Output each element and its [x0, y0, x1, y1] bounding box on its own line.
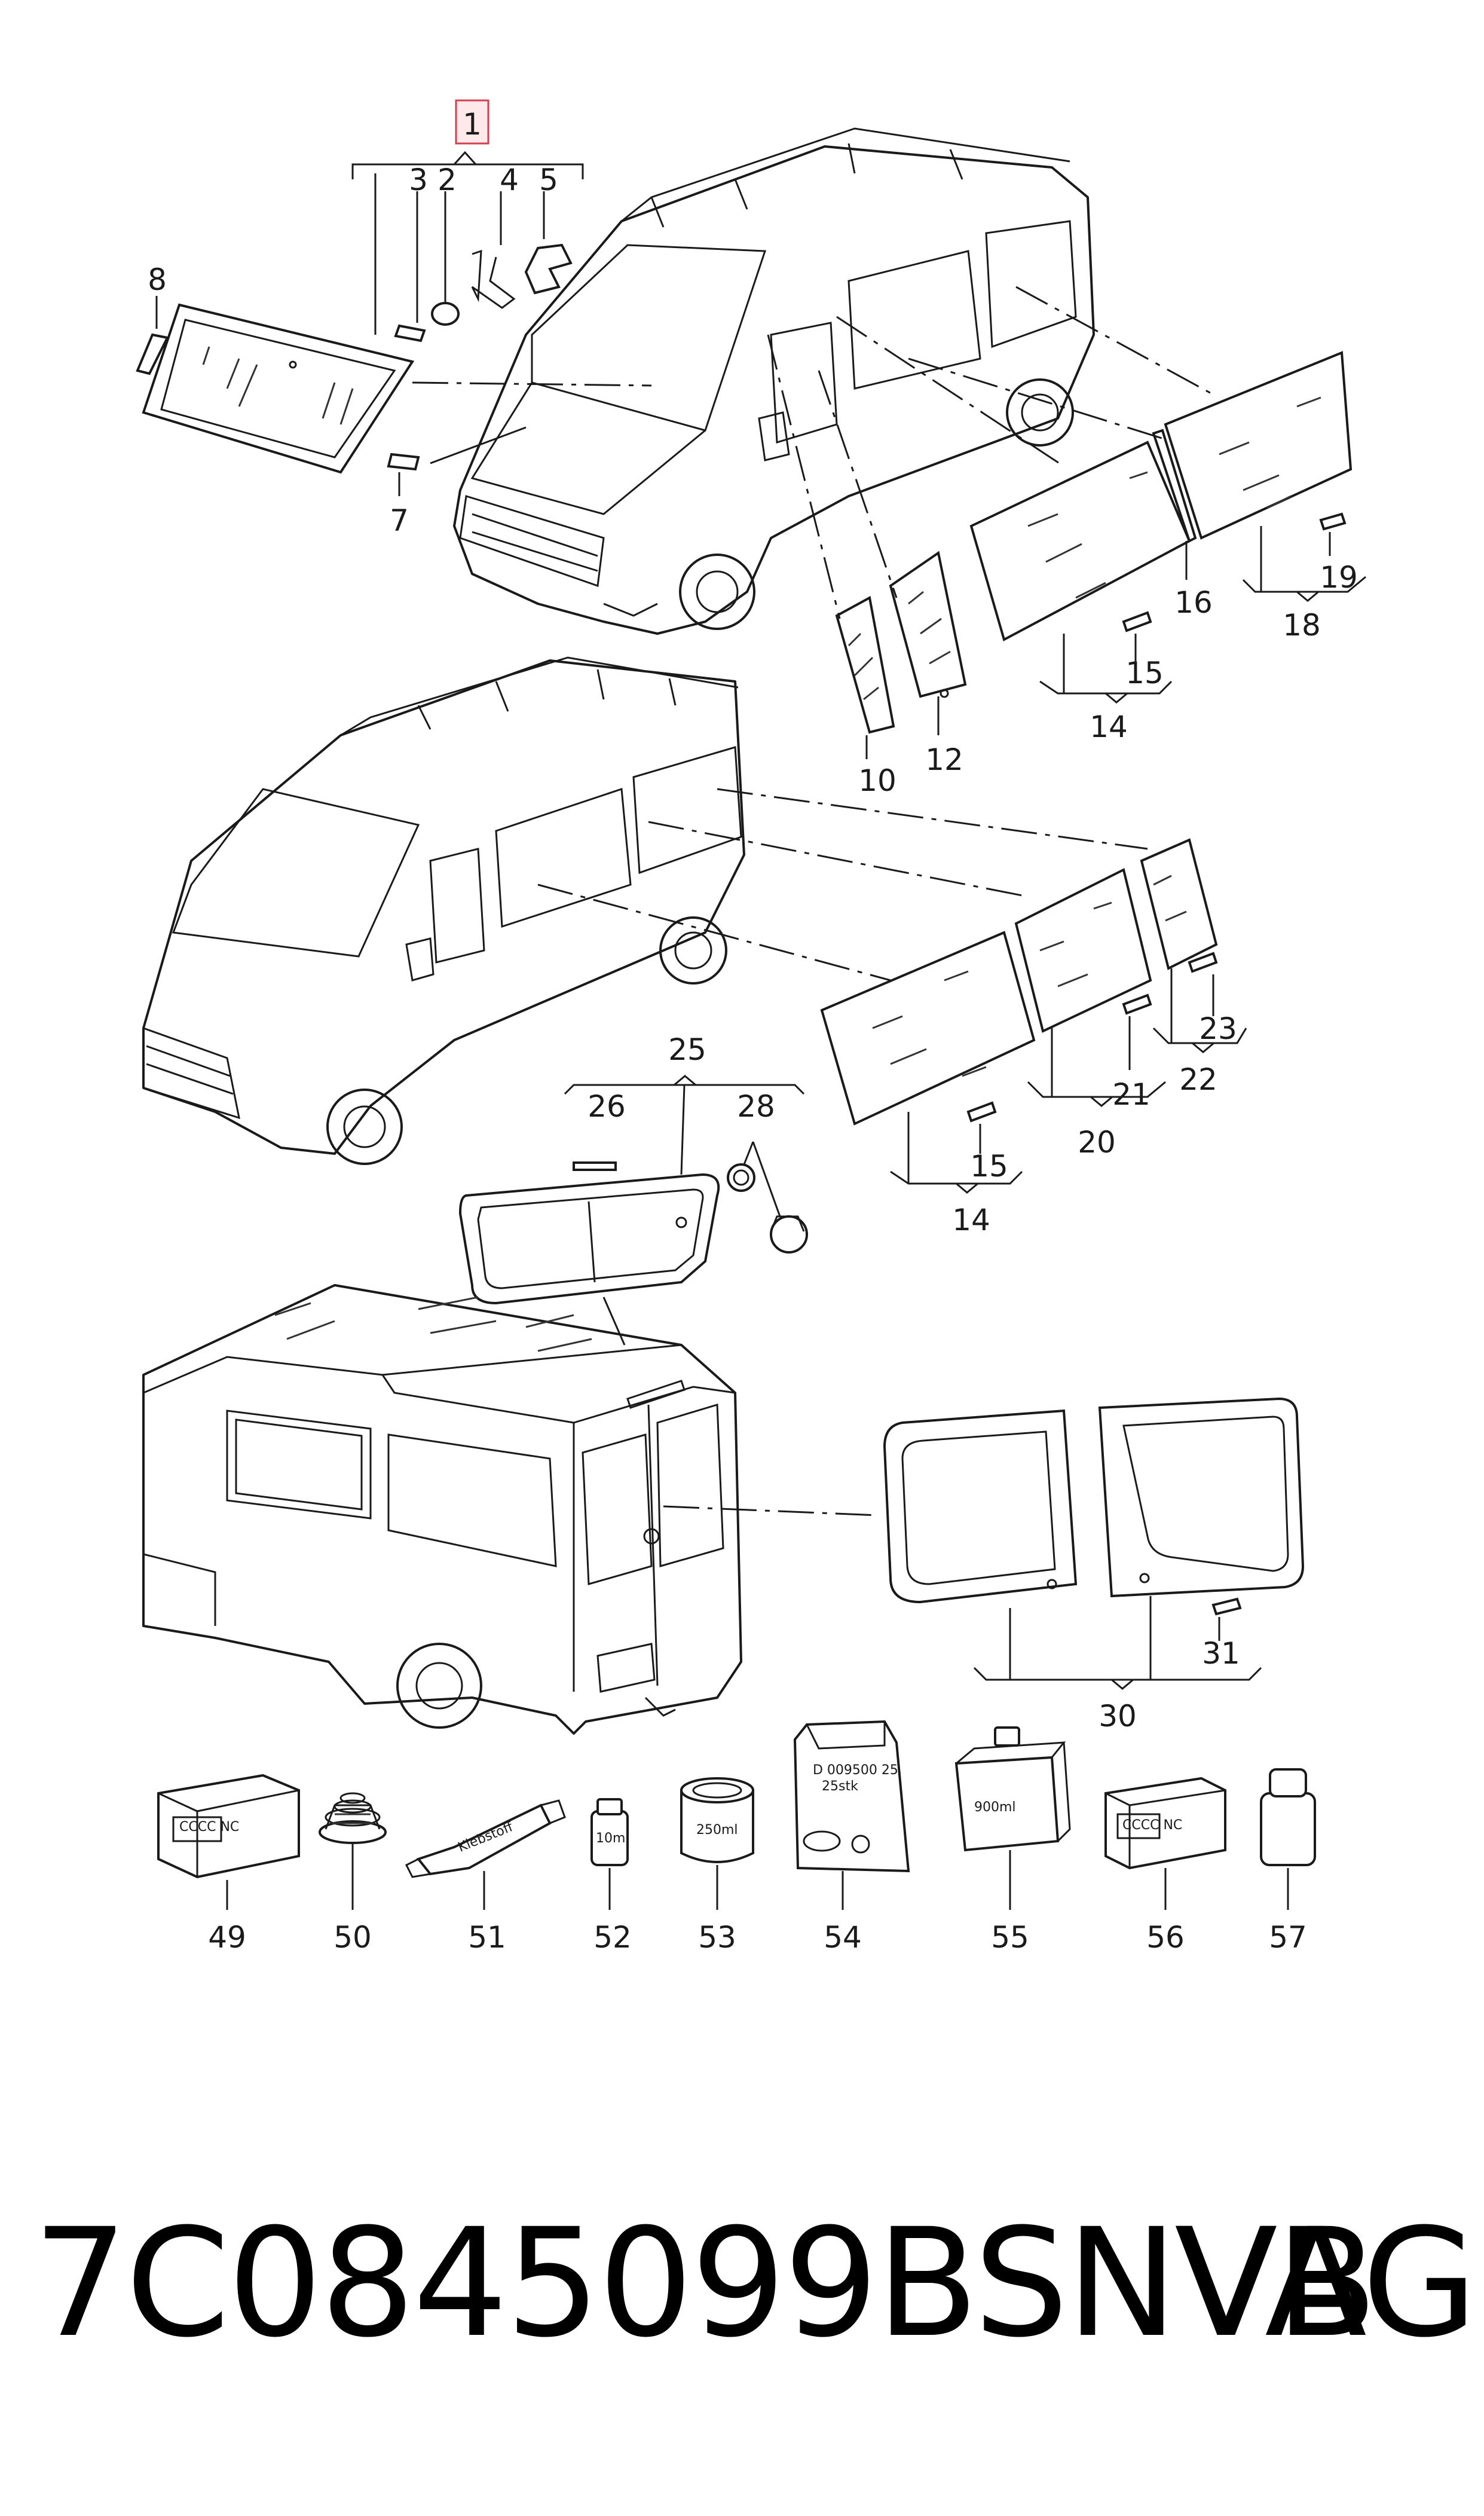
- part-15b-clip: [966, 1101, 997, 1123]
- consumables-row: [157, 1720, 1316, 1910]
- callout-1: 1: [463, 107, 482, 142]
- box-56-label: CCCC NC: [1122, 1818, 1182, 1833]
- box-56: [1104, 1777, 1226, 1870]
- callout-55: 55: [991, 1920, 1029, 1955]
- tube-51: [405, 1799, 566, 1878]
- part-7-clip: [387, 453, 420, 471]
- callout-15-upper: 15: [1125, 656, 1164, 690]
- side-glass-parts-lower: [820, 838, 1218, 1126]
- callout-12: 12: [925, 742, 963, 777]
- part-19-clip: [1319, 512, 1347, 531]
- callout-5: 5: [539, 163, 558, 197]
- callout-23: 23: [1199, 1011, 1237, 1046]
- side-glass-parts-upper: [969, 351, 1353, 641]
- windshield-part: [142, 303, 415, 474]
- part-21-clip: [1122, 993, 1152, 1015]
- bottle-52-label: 10ml: [596, 1831, 629, 1846]
- grommet-50: [319, 1792, 387, 1844]
- callout-21: 21: [1112, 1077, 1151, 1112]
- callout-19: 19: [1320, 560, 1358, 595]
- callout-1-highlight: [455, 99, 489, 145]
- can-53: [680, 1777, 754, 1863]
- callout-8: 8: [148, 262, 167, 297]
- callout-53: 53: [698, 1920, 736, 1955]
- callout-25: 25: [668, 1032, 706, 1067]
- callout-57: 57: [1269, 1920, 1307, 1955]
- callout-2: 2: [437, 163, 457, 197]
- callout-7: 7: [390, 503, 409, 538]
- can-53-label: 250ml: [696, 1823, 738, 1838]
- part-3-clip: [394, 324, 426, 343]
- can-55-label: 900ml: [974, 1800, 1016, 1815]
- part-5-bracket: [524, 243, 573, 295]
- bag-54-label-2: 25stk: [822, 1779, 858, 1794]
- callout-28: 28: [737, 1089, 775, 1124]
- callout-51: 51: [468, 1920, 506, 1955]
- box-49: [157, 1774, 300, 1879]
- box-49-label: CCCC NC: [179, 1820, 239, 1835]
- callout-16: 16: [1174, 585, 1213, 620]
- callout-31: 31: [1202, 1636, 1240, 1671]
- can-55: [954, 1726, 1071, 1852]
- van-side-view: [142, 656, 745, 1165]
- callout-49: 49: [208, 1920, 246, 1955]
- part-8-trim: [136, 333, 169, 375]
- callout-10: 10: [858, 763, 896, 798]
- callout-15-lower: 15: [970, 1149, 1008, 1184]
- callout-18: 18: [1283, 608, 1321, 643]
- brand-name: VAG: [1174, 2196, 1477, 2370]
- callout-3: 3: [409, 163, 428, 197]
- callout-50: 50: [333, 1920, 372, 1955]
- part-31-clip: [1211, 1597, 1242, 1616]
- sliding-window-part-25: [458, 1161, 808, 1305]
- callout-26: 26: [588, 1089, 626, 1124]
- van-rear-view: [142, 1284, 742, 1735]
- callout-14-upper: 14: [1090, 710, 1128, 744]
- callout-56: 56: [1146, 1920, 1185, 1955]
- part-23-clip: [1188, 952, 1218, 973]
- bottle-52: [590, 1798, 629, 1866]
- footer: 7C0845099BSNVB VAG: [0, 2206, 1484, 2361]
- part-26-strip: [573, 1161, 617, 1171]
- callout-52: 52: [593, 1920, 632, 1955]
- bag-54-label-1: D 009500 25: [813, 1763, 898, 1778]
- callout-20: 20: [1078, 1125, 1116, 1160]
- part-15a-clip: [1122, 611, 1152, 632]
- bag-54: [793, 1720, 910, 1873]
- part-28-knob: [727, 1163, 755, 1192]
- part-2-sensor: [431, 302, 460, 326]
- part-4-wire: [471, 249, 516, 309]
- bottle-57: [1260, 1768, 1316, 1866]
- van-front-view: [453, 127, 1095, 635]
- door-glass-parts: [835, 551, 967, 734]
- callout-4: 4: [500, 163, 519, 197]
- callout-22: 22: [1179, 1062, 1217, 1097]
- rear-door-glass-part-30: [883, 1397, 1305, 1616]
- part-number: 7C0845099BSNVB: [33, 2196, 1378, 2370]
- callout-30: 30: [1099, 1699, 1137, 1734]
- callout-54: 54: [824, 1920, 862, 1955]
- callout-14-lower: 14: [952, 1203, 990, 1237]
